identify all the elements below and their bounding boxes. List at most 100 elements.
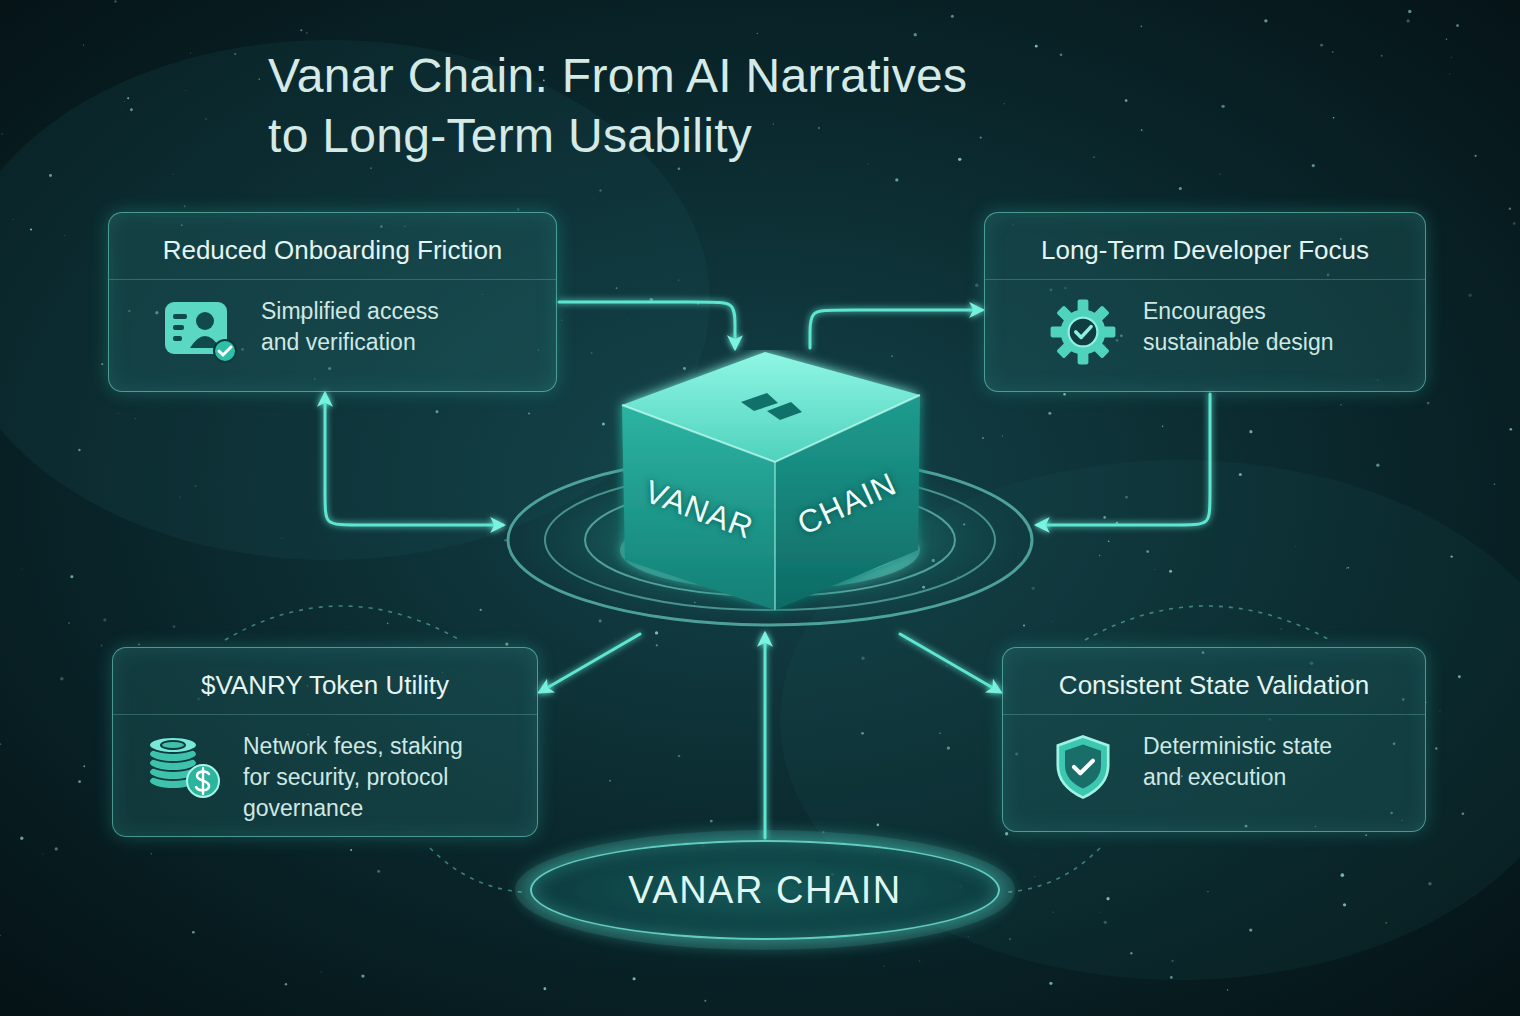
star	[1125, 99, 1128, 102]
star	[281, 538, 282, 539]
star	[480, 609, 482, 611]
star	[655, 631, 658, 634]
panel-icon	[1043, 296, 1123, 368]
star	[321, 971, 322, 972]
panel-heading: Long-Term Developer Focus	[997, 233, 1413, 267]
star	[818, 127, 820, 129]
star	[1154, 569, 1156, 571]
star	[1346, 567, 1347, 568]
star	[1162, 426, 1163, 427]
panel-icon	[165, 302, 236, 362]
star	[1179, 187, 1182, 190]
panel-body: Network fees, staking for security, prot…	[113, 714, 537, 824]
star	[1, 133, 3, 135]
star	[1051, 621, 1053, 623]
star	[1451, 57, 1452, 58]
panel-icon	[1051, 300, 1116, 365]
star	[172, 174, 173, 175]
base-label: VANAR CHAIN	[628, 869, 901, 912]
star	[1340, 404, 1341, 405]
panel-heading: Reduced Onboarding Friction	[121, 233, 544, 267]
star	[1049, 982, 1052, 985]
star	[1343, 903, 1346, 906]
dashed-arc-part	[1085, 606, 1330, 640]
star	[1108, 540, 1110, 542]
star	[958, 158, 961, 161]
star	[561, 319, 563, 321]
star	[1456, 24, 1459, 27]
star	[1004, 103, 1005, 104]
star	[55, 847, 58, 850]
star	[1439, 710, 1440, 711]
panel-icon	[1043, 731, 1123, 803]
star	[101, 363, 103, 365]
star	[1509, 428, 1512, 431]
star	[194, 485, 196, 487]
star	[1249, 430, 1252, 433]
star	[70, 575, 73, 578]
star	[1146, 550, 1149, 553]
star	[861, 657, 864, 660]
star	[138, 643, 140, 645]
star	[1341, 873, 1345, 877]
panel-text: Deterministic state and execution	[1143, 731, 1358, 793]
star	[982, 437, 984, 439]
star	[64, 235, 65, 236]
panel-text: Network fees, staking for security, prot…	[243, 731, 483, 824]
star	[1408, 10, 1411, 13]
star	[1125, 496, 1128, 499]
panel-icon	[161, 296, 241, 366]
star	[49, 174, 52, 177]
star	[678, 167, 681, 170]
star	[103, 618, 106, 621]
star	[1249, 928, 1252, 931]
star	[192, 931, 195, 934]
star	[190, 52, 192, 54]
star	[951, 15, 954, 18]
star	[1048, 412, 1051, 415]
star	[68, 622, 69, 623]
star	[975, 283, 978, 286]
star	[602, 423, 605, 426]
star	[1093, 156, 1094, 157]
star	[370, 167, 372, 169]
star	[1027, 203, 1029, 205]
star	[1428, 882, 1431, 885]
star	[1103, 516, 1106, 519]
star	[1294, 545, 1296, 547]
cube-illustration	[508, 352, 1032, 625]
panel-icon	[149, 737, 219, 797]
star	[609, 780, 611, 782]
star	[20, 837, 23, 840]
star	[436, 410, 439, 413]
star	[1053, 912, 1054, 913]
star	[0, 935, 1, 937]
star	[1347, 567, 1349, 569]
star	[1099, 555, 1100, 556]
star	[1141, 26, 1143, 28]
star	[1446, 39, 1447, 40]
star	[83, 765, 85, 767]
star	[883, 965, 885, 967]
star	[980, 136, 982, 138]
star	[1365, 834, 1367, 836]
star	[1239, 473, 1242, 476]
star	[127, 97, 129, 99]
panel-text: Simplified access and verification	[261, 296, 473, 358]
star	[1060, 53, 1063, 56]
star	[0, 743, 1, 745]
star	[1449, 73, 1450, 74]
star	[130, 108, 133, 111]
star	[877, 824, 880, 827]
star	[1221, 105, 1224, 108]
star	[678, 279, 679, 280]
star	[895, 178, 898, 181]
star	[361, 974, 364, 977]
star	[1458, 675, 1461, 678]
star	[505, 642, 508, 645]
star	[1023, 625, 1025, 627]
star	[1108, 891, 1110, 893]
star	[21, 568, 23, 570]
star	[704, 1000, 706, 1002]
star	[1494, 484, 1496, 486]
